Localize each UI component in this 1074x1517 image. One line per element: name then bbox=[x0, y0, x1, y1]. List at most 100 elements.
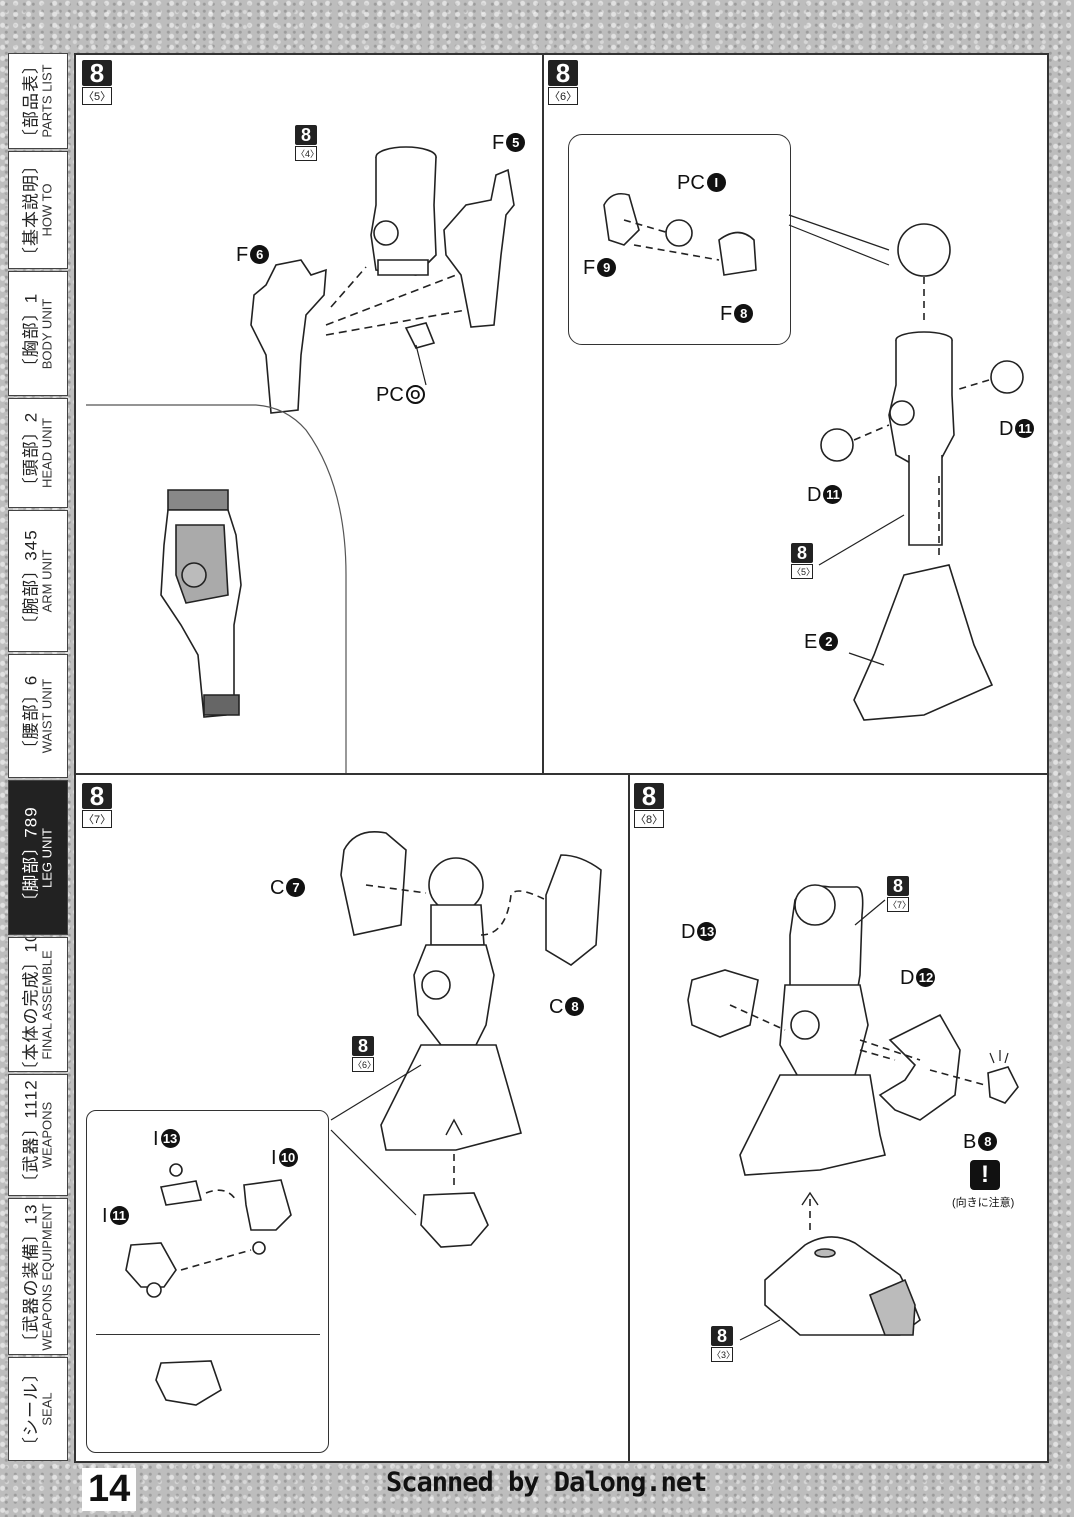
part-number: 8 bbox=[565, 997, 585, 1016]
tab-label-jp: 〔シール〕 bbox=[21, 1364, 41, 1454]
tab-label-en: FINAL ASSEMBLE bbox=[39, 949, 55, 1060]
panel-4-illustration bbox=[630, 775, 1047, 1461]
part-letter: I bbox=[153, 1128, 159, 1150]
step-ref-8-4: 8 〈4〉 bbox=[295, 125, 319, 161]
step-ref-8-5: 8 〈5〉 bbox=[791, 543, 815, 579]
part-number: 11 bbox=[823, 485, 843, 504]
part-number: I bbox=[706, 173, 726, 192]
detail-divider bbox=[96, 1334, 320, 1335]
tab-label-jp: 〔腰部〕6 bbox=[21, 674, 41, 758]
part-number: 6 bbox=[250, 245, 270, 264]
part-number: O bbox=[405, 385, 425, 404]
tab-label-en: WEAPONS EQUIPMENT bbox=[39, 1202, 55, 1351]
part-number: 13 bbox=[697, 922, 717, 941]
part-letter: C bbox=[549, 996, 564, 1018]
part-number: 8 bbox=[734, 304, 754, 323]
step-substep: 〈7〉 bbox=[887, 897, 911, 912]
tab-label-en: HEAD UNIT bbox=[39, 417, 55, 489]
tab-label-en: HOW TO bbox=[39, 183, 55, 237]
part-number: 5 bbox=[506, 133, 526, 152]
tab-label-jp: 〔基本説明〕 bbox=[21, 156, 41, 264]
step-substep: 〈6〉 bbox=[352, 1057, 376, 1072]
step-number: 8 bbox=[352, 1036, 374, 1056]
step-number: 8 bbox=[791, 543, 813, 563]
step-number: 8 bbox=[711, 1326, 733, 1346]
step-badge-8-5: 8 〈5〉 bbox=[82, 60, 112, 105]
step-substep: 〈8〉 bbox=[634, 810, 664, 828]
part-number: 8 bbox=[978, 1132, 998, 1151]
tab-label-jp: 〔武器〕1112 bbox=[21, 1079, 41, 1191]
tab-label-en: LEG UNIT bbox=[39, 827, 55, 888]
step-substep: 〈7〉 bbox=[82, 810, 112, 828]
step-ref-8-3: 8 〈3〉 bbox=[711, 1326, 735, 1362]
tab-label-jp: 〔頭部〕2 bbox=[21, 411, 41, 495]
step-number: 8 bbox=[887, 876, 909, 896]
part-number: 9 bbox=[597, 258, 617, 277]
part-letter: F bbox=[720, 303, 733, 325]
step-badge-8-8: 8 〈8〉 bbox=[634, 783, 664, 828]
panel-3-illustration bbox=[76, 775, 628, 1461]
step-number: 8 bbox=[634, 783, 664, 809]
part-letter: I bbox=[271, 1147, 277, 1169]
step-substep: 〈5〉 bbox=[82, 87, 112, 105]
panel-divider-vertical-top bbox=[542, 55, 544, 775]
part-letter: D bbox=[807, 484, 822, 506]
part-number: 12 bbox=[916, 968, 936, 987]
step-substep: 〈5〉 bbox=[791, 564, 815, 579]
part-number: 13 bbox=[160, 1129, 180, 1148]
step-ref-8-7: 8 〈7〉 bbox=[887, 876, 911, 912]
step-substep: 〈6〉 bbox=[548, 87, 578, 105]
tab-seal[interactable]: 〔シール〕SEAL bbox=[8, 1357, 68, 1461]
part-letter: F bbox=[583, 257, 596, 279]
step-badge-8-6: 8 〈6〉 bbox=[548, 60, 578, 105]
tab-label-jp: 〔本体の完成〕10 bbox=[21, 937, 41, 1072]
tab-label-en: PARTS LIST bbox=[39, 64, 55, 138]
tab-label-en: ARM UNIT bbox=[39, 549, 55, 613]
step-number: 8 bbox=[82, 783, 112, 809]
step-number: 8 bbox=[548, 60, 578, 86]
part-letter: B bbox=[963, 1131, 977, 1153]
tab-label-en: BODY UNIT bbox=[39, 298, 55, 369]
step-badge-8-7: 8 〈7〉 bbox=[82, 783, 112, 828]
panel-divider-horizontal bbox=[76, 773, 1047, 775]
scan-credit: Scanned by Dalong.net bbox=[386, 1467, 707, 1498]
part-number: 11 bbox=[109, 1206, 129, 1225]
tab-label-en: WAIST UNIT bbox=[39, 678, 55, 754]
part-letter: E bbox=[804, 631, 818, 653]
step-substep: 〈3〉 bbox=[711, 1347, 735, 1362]
tab-label-en: SEAL bbox=[39, 1392, 55, 1426]
tab-how-to[interactable]: 〔基本説明〕HOW TO bbox=[8, 151, 68, 269]
page-number: 14 bbox=[82, 1468, 137, 1511]
panel-divider-vertical-bottom bbox=[628, 775, 630, 1461]
part-letter: D bbox=[999, 418, 1014, 440]
part-letter: D bbox=[681, 921, 696, 943]
part-letter: PC bbox=[677, 172, 705, 194]
panel-2-illustration bbox=[544, 55, 1047, 773]
step-number: 8 bbox=[295, 125, 317, 145]
part-number: 2 bbox=[819, 632, 839, 651]
tab-parts-list[interactable]: 〔部品表〕PARTS LIST bbox=[8, 53, 68, 149]
